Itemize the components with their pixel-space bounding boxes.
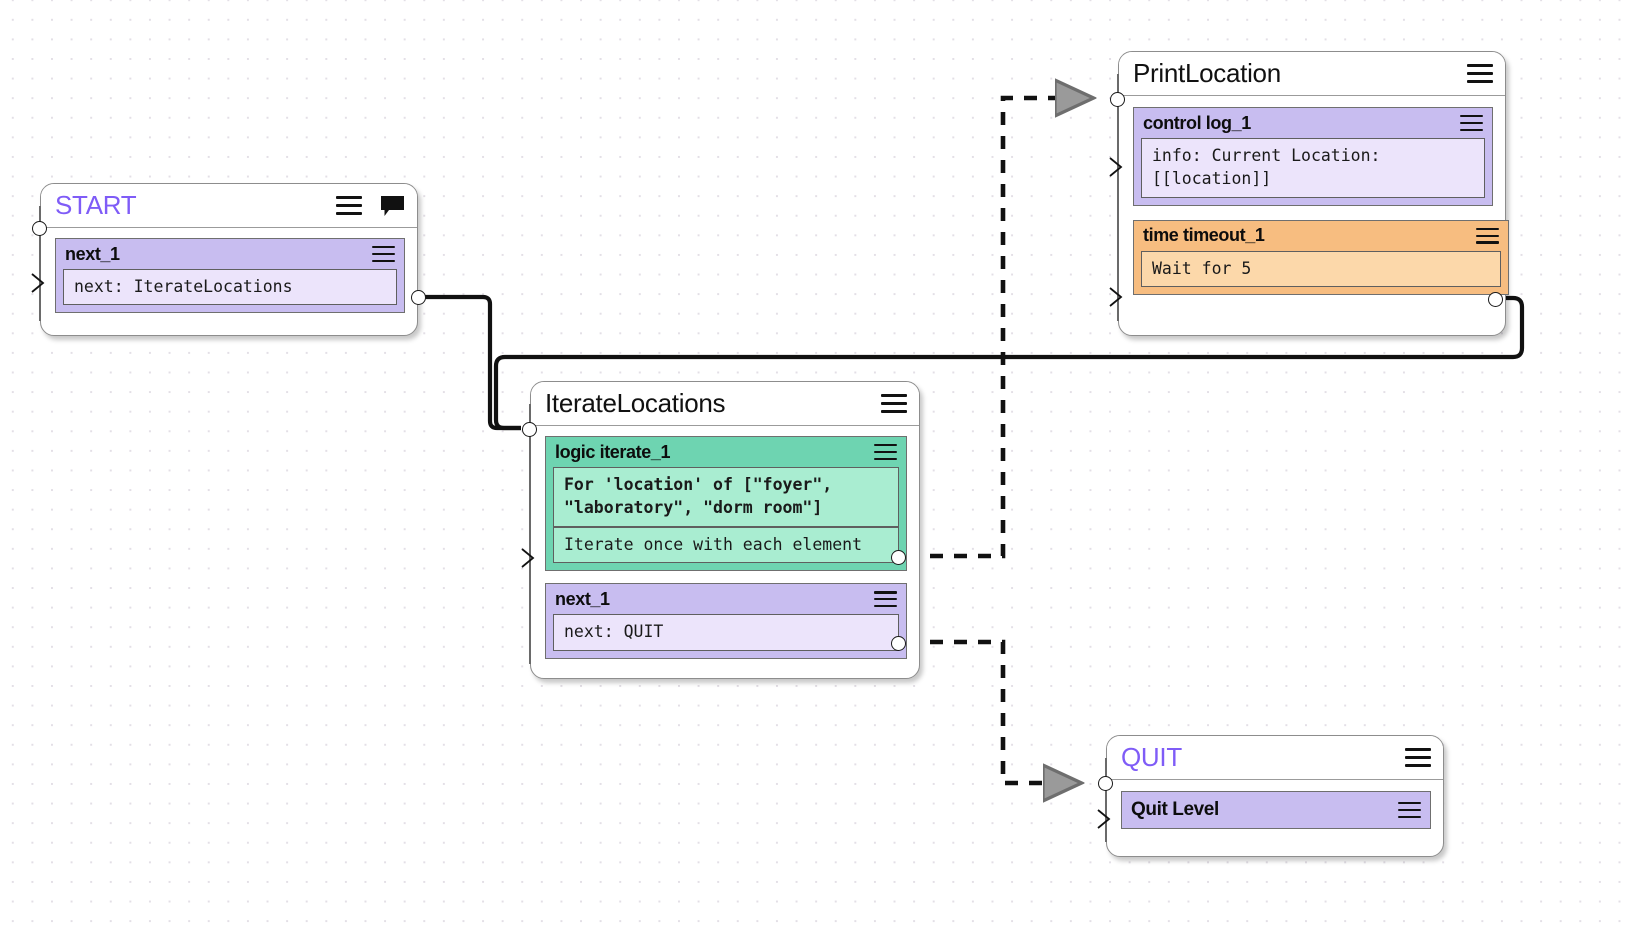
block-control-log-1[interactable]: control log_1 info: Current Location: [[…	[1133, 107, 1493, 206]
node-title: PrintLocation	[1133, 58, 1281, 88]
block-field-wait[interactable]: Wait for 5	[1141, 250, 1501, 288]
block-title: control log_1	[1143, 112, 1251, 133]
hamburger-menu-icon[interactable]	[1405, 748, 1431, 767]
block-field-next[interactable]: next: QUIT	[553, 614, 899, 651]
block-title: next_1	[555, 588, 610, 609]
block-header[interactable]: Quit Level	[1122, 792, 1430, 828]
block-time-timeout-1[interactable]: time timeout_1 Wait for 5	[1133, 219, 1509, 296]
node-title: IterateLocations	[545, 388, 726, 418]
block-field-info[interactable]: info: Current Location: [[location]]	[1141, 138, 1485, 198]
comment-bubble-icon[interactable]	[380, 195, 405, 217]
block-title: time timeout_1	[1143, 225, 1265, 246]
node-header[interactable]: QUIT	[1107, 736, 1443, 780]
output-port-circle[interactable]	[891, 636, 906, 651]
block-header[interactable]: next_1	[56, 239, 404, 269]
input-port-circle[interactable]	[1110, 92, 1125, 107]
block-header[interactable]: logic iterate_1	[546, 437, 906, 467]
node-title: START	[55, 190, 137, 220]
hamburger-menu-icon[interactable]	[1460, 115, 1483, 131]
node-body: next_1 next: IterateLocations	[41, 228, 417, 325]
block-title: logic iterate_1	[555, 441, 671, 462]
chevron-port-icon[interactable]	[1109, 157, 1123, 177]
node-header[interactable]: START	[41, 184, 417, 228]
node-left-rail	[1117, 74, 1119, 321]
hamburger-menu-icon[interactable]	[372, 246, 395, 262]
block-next-1[interactable]: next_1 next: IterateLocations	[55, 238, 405, 314]
chevron-port-icon[interactable]	[1109, 287, 1123, 307]
node-start[interactable]: START next_1 next: IterateLocations	[31, 183, 426, 336]
hamburger-menu-icon[interactable]	[881, 394, 907, 413]
input-port-circle[interactable]	[1098, 776, 1113, 791]
output-port-circle[interactable]	[1488, 292, 1503, 307]
node-header[interactable]: IterateLocations	[531, 382, 919, 426]
node-left-rail	[529, 404, 531, 664]
block-field-for-expression[interactable]: For 'location' of ["foyer", "laboratory"…	[553, 467, 899, 527]
block-field-next[interactable]: next: IterateLocations	[63, 269, 397, 306]
output-port-circle[interactable]	[411, 290, 426, 305]
output-port-circle[interactable]	[891, 550, 906, 565]
hamburger-menu-icon[interactable]	[1467, 64, 1493, 83]
node-left-rail	[1105, 758, 1107, 842]
node-print-location[interactable]: PrintLocation control log_1 info: Curren…	[1109, 51, 1509, 336]
block-header[interactable]: next_1	[546, 584, 906, 615]
edge-iterate-to-printlocation	[906, 98, 1090, 559]
node-iterate-locations[interactable]: IterateLocations logic iterate_1 For 'lo…	[521, 381, 920, 679]
input-port-circle[interactable]	[522, 422, 537, 437]
node-body: control log_1 info: Current Location: [[…	[1119, 96, 1509, 307]
edge-start-to-iterate	[413, 294, 521, 431]
hamburger-menu-icon[interactable]	[336, 196, 362, 215]
hamburger-menu-icon[interactable]	[1398, 802, 1421, 818]
edge-next-to-quit	[906, 639, 1078, 783]
block-header[interactable]: control log_1	[1134, 108, 1492, 138]
chevron-port-icon[interactable]	[521, 548, 535, 568]
block-field-iterate-mode[interactable]: Iterate once with each element	[553, 526, 899, 564]
block-logic-iterate-1[interactable]: logic iterate_1 For 'location' of ["foye…	[545, 436, 907, 572]
node-body: Quit Level	[1107, 780, 1443, 841]
input-port-circle[interactable]	[32, 221, 47, 236]
block-next-1[interactable]: next_1 next: QUIT	[545, 583, 907, 659]
node-body: logic iterate_1 For 'location' of ["foye…	[531, 426, 919, 671]
chevron-port-icon[interactable]	[1097, 809, 1111, 829]
block-quit-level[interactable]: Quit Level	[1121, 791, 1431, 829]
node-title: QUIT	[1121, 742, 1182, 772]
node-header[interactable]: PrintLocation	[1119, 52, 1505, 96]
block-title: next_1	[65, 243, 120, 264]
hamburger-menu-icon[interactable]	[874, 591, 897, 608]
hamburger-menu-icon[interactable]	[874, 444, 897, 460]
node-quit[interactable]: QUIT Quit Level	[1097, 735, 1444, 857]
hamburger-menu-icon[interactable]	[1476, 227, 1499, 244]
block-title: Quit Level	[1131, 799, 1219, 820]
block-header[interactable]: time timeout_1	[1134, 220, 1508, 251]
chevron-port-icon[interactable]	[31, 273, 45, 293]
node-left-rail	[39, 206, 41, 321]
